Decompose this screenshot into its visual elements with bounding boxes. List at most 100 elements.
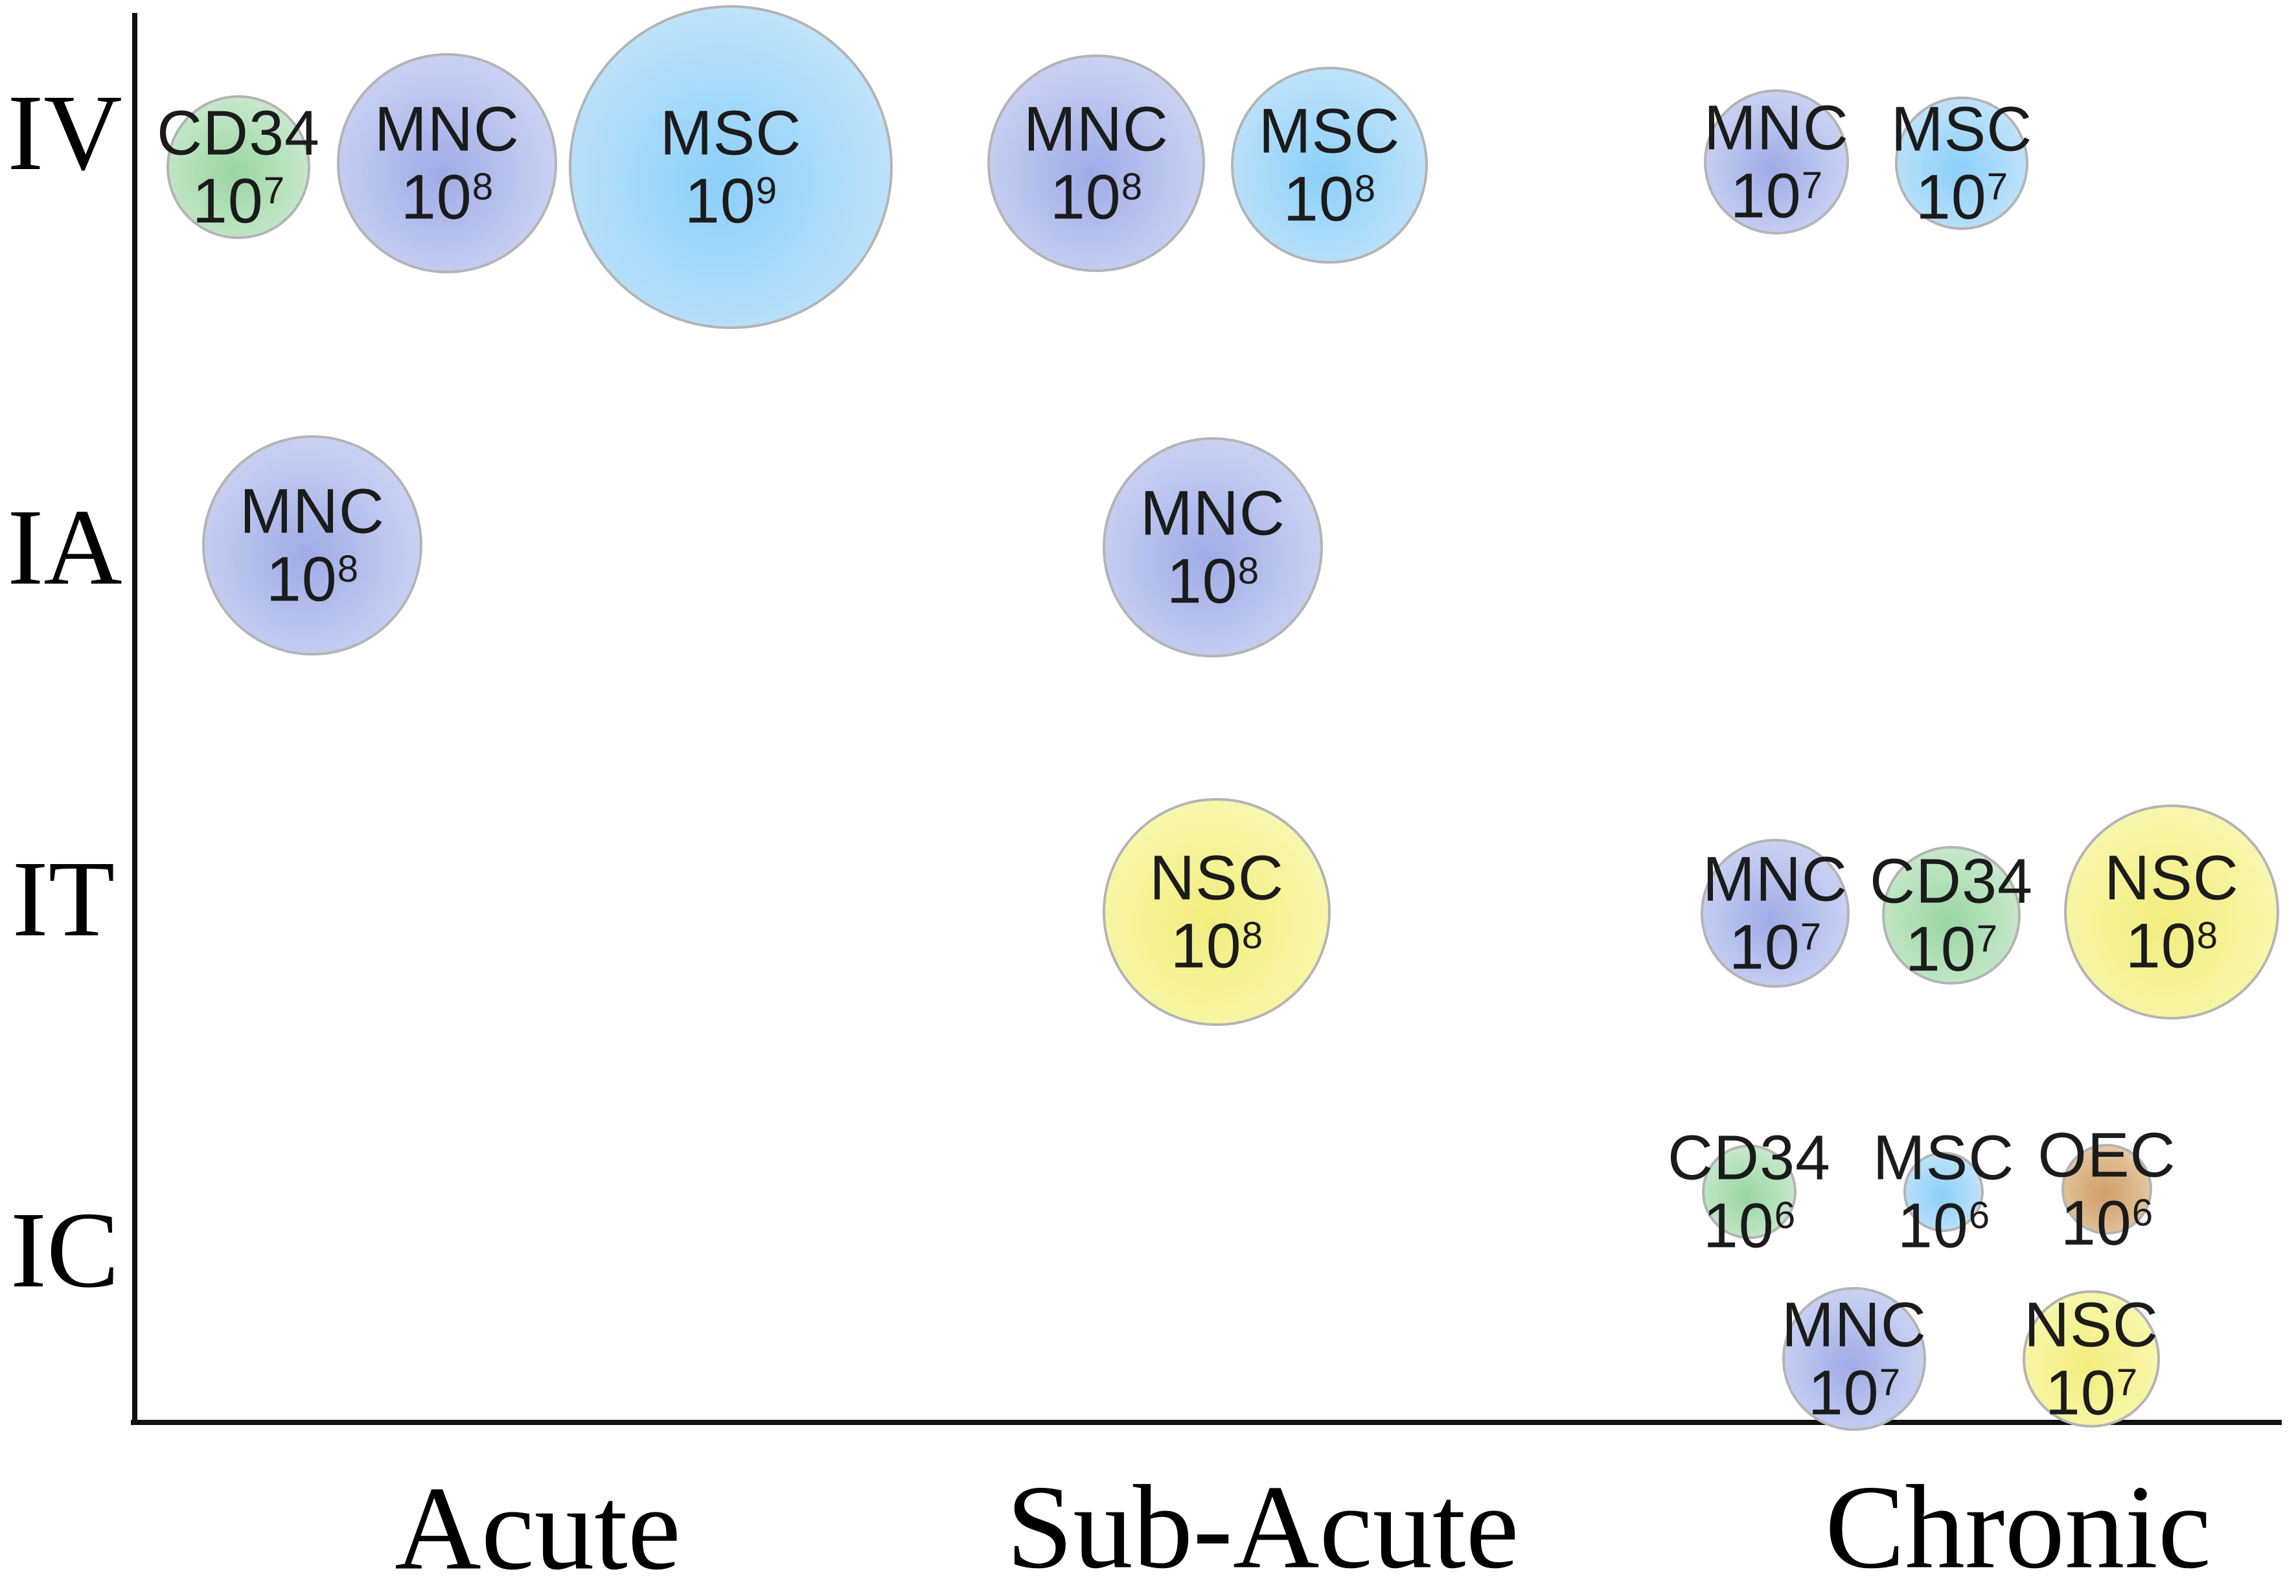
dose-exponent: 8 bbox=[1121, 165, 1143, 208]
bubble-cell-label: MNC bbox=[1703, 843, 1848, 915]
y-axis-label-IV: IV bbox=[7, 73, 122, 193]
dose-base: 10 bbox=[2045, 1357, 2117, 1428]
dose-exponent: 8 bbox=[472, 165, 494, 208]
bubble-dose-label: 107 bbox=[157, 165, 320, 236]
bubble-cell-label: CD34 bbox=[1668, 1122, 1831, 1193]
bubble-circle bbox=[987, 54, 1205, 272]
y-axis-label-IA: IA bbox=[7, 487, 122, 608]
x-axis-label-Acute: Acute bbox=[395, 1462, 681, 1595]
bubble-dose-label: 107 bbox=[2024, 1357, 2159, 1428]
dose-exponent: 6 bbox=[1968, 1194, 1990, 1237]
y-axis-label-IT: IT bbox=[12, 839, 115, 959]
dose-exponent: 7 bbox=[1800, 915, 1822, 958]
bubble-circle bbox=[202, 435, 422, 656]
bubble-cell-label: MSC bbox=[1872, 1122, 2015, 1193]
bubble-cell-label: MSC bbox=[1890, 93, 2033, 165]
dose-exponent: 7 bbox=[1976, 917, 1998, 960]
dose-base: 10 bbox=[1915, 161, 1987, 232]
dose-base: 10 bbox=[1905, 913, 1977, 984]
bubble-circle bbox=[166, 95, 310, 239]
dose-exponent: 8 bbox=[1237, 549, 1259, 592]
dose-base: 10 bbox=[2125, 910, 2197, 981]
bubble-dose-label: 108 bbox=[1259, 165, 1401, 233]
bubble-circle bbox=[2061, 1144, 2152, 1235]
dose-base: 10 bbox=[1728, 911, 1800, 982]
dose-exponent: 6 bbox=[2131, 1191, 2153, 1234]
dose-base: 10 bbox=[684, 165, 756, 236]
bubble-circle bbox=[1103, 437, 1323, 657]
dose-base: 10 bbox=[2060, 1187, 2132, 1258]
dose-exponent: 7 bbox=[1986, 165, 2008, 208]
bubble-dose-label: 107 bbox=[1891, 163, 2033, 231]
dose-base: 10 bbox=[1730, 160, 1802, 231]
bubble-dose-label: 108 bbox=[240, 545, 385, 613]
bubble-circle bbox=[2023, 1290, 2160, 1428]
bubble-circle bbox=[1701, 839, 1850, 988]
dose-exponent: 8 bbox=[2196, 914, 2218, 957]
dose-base: 10 bbox=[1808, 1357, 1879, 1428]
bubble-circle bbox=[1231, 67, 1428, 264]
dose-exponent: 9 bbox=[755, 169, 777, 212]
bubble-dose-label: 108 bbox=[1140, 547, 1285, 615]
dose-base: 10 bbox=[1897, 1190, 1969, 1260]
y-axis-line bbox=[132, 13, 137, 1425]
bubble-cell-label: MNC bbox=[1024, 93, 1169, 165]
bubble-circle bbox=[1782, 1287, 1926, 1431]
bubble-dose-label: 106 bbox=[1873, 1190, 2015, 1260]
dose-exponent: 7 bbox=[1879, 1361, 1901, 1404]
bubble-circle bbox=[2064, 804, 2279, 1020]
bubble-dose-label: 106 bbox=[1668, 1190, 1831, 1260]
dose-base: 10 bbox=[1166, 545, 1238, 616]
bubble-cell-label: MNC bbox=[1140, 477, 1285, 549]
x-axis-label-Sub-Acute: Sub-Acute bbox=[1006, 1461, 1519, 1594]
dose-base: 10 bbox=[1050, 161, 1121, 232]
y-axis-label-IC: IC bbox=[10, 1190, 119, 1310]
x-axis-label-Chronic: Chronic bbox=[1824, 1461, 2212, 1594]
dose-base: 10 bbox=[1703, 1190, 1774, 1260]
dose-base: 10 bbox=[1170, 910, 1242, 981]
dose-exponent: 8 bbox=[337, 547, 359, 590]
dose-base: 10 bbox=[1283, 163, 1355, 234]
bubble-cell-label: NSC bbox=[2024, 1289, 2159, 1360]
bubble-cell-label: MNC bbox=[240, 475, 385, 547]
dose-base: 10 bbox=[192, 165, 264, 236]
bubble-cell-label: MSC bbox=[1258, 95, 1401, 166]
bubble-dose-label: 107 bbox=[1703, 913, 1848, 981]
bubble-cell-label: MSC bbox=[660, 97, 802, 168]
dose-exponent: 7 bbox=[1801, 164, 1823, 207]
dose-exponent: 6 bbox=[1774, 1194, 1796, 1237]
bubble-cell-label: MNC bbox=[1704, 92, 1849, 163]
bubble-dose-label: 109 bbox=[660, 165, 802, 236]
bubble-circle bbox=[1882, 846, 2021, 985]
bubble-cell-label: OEC bbox=[2038, 1119, 2176, 1191]
bubble-cell-label: NSC bbox=[1149, 842, 1284, 913]
bubble-dose-label: 107 bbox=[1870, 915, 2033, 983]
x-axis-line bbox=[131, 1420, 2282, 1425]
dose-exponent: 7 bbox=[263, 169, 285, 212]
dose-exponent: 7 bbox=[2116, 1361, 2138, 1404]
dose-base: 10 bbox=[400, 161, 472, 232]
bubble-dose-label: 108 bbox=[374, 163, 520, 231]
bubble-dose-label: 108 bbox=[2104, 910, 2239, 981]
bubble-cell-label: MNC bbox=[1782, 1289, 1927, 1360]
dose-base: 10 bbox=[266, 543, 338, 614]
bubble-dose-label: 108 bbox=[1149, 910, 1284, 981]
bubble-cell-label: CD34 bbox=[1870, 845, 2033, 917]
